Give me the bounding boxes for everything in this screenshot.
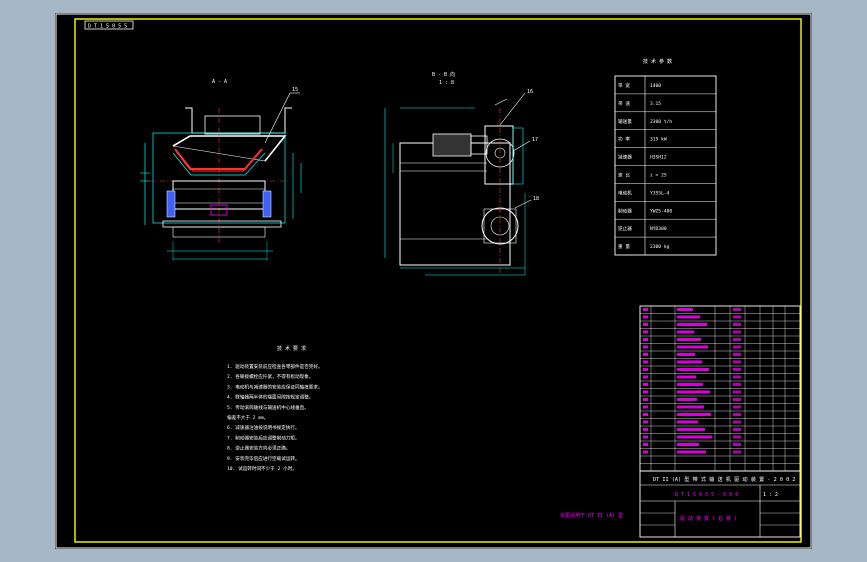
spec-row-label: 制动器 — [618, 207, 632, 214]
side-balloon-b: 17 — [532, 137, 538, 143]
spec-row-value: 315 kW — [650, 137, 667, 143]
title-block-drawing-no: D T 1 5 0 5 5 - 0 0 0 — [675, 492, 738, 498]
side-view-label-1: B - B 向 — [432, 71, 455, 78]
sheet-border — [55, 13, 812, 549]
tech-req-line: 3. 电动机与减速器的安装应保证同轴度要求。 — [227, 383, 323, 390]
tech-req-line: 9. 安装完毕后应进行空载试运转。 — [227, 455, 300, 462]
spec-row-value: NYD300 — [650, 226, 667, 232]
side-view: B - B 向 1 : 8 16 17 18 — [384, 71, 539, 276]
title-block-sub: 驱 动 装 置 ( 右 装 ) — [680, 515, 737, 522]
spec-row-value: 3.15 — [650, 101, 661, 107]
tech-req-line: 7. 制动器安装后应调整制动力矩。 — [227, 434, 300, 441]
tech-req-line: 4. 联轴器两半体的端面间隙按规定调整。 — [227, 394, 313, 401]
spec-row-label: 带 速 — [618, 101, 630, 107]
spec-row-value: 1400 — [650, 83, 661, 89]
tech-req-line: 8. 逆止器安装方向必须正确。 — [227, 445, 290, 452]
top-tag-text: D T 1 5 0 5 5 — [88, 24, 127, 30]
spec-row-label: 带 宽 — [618, 82, 630, 89]
tech-req-line: 5. 传动滚筒轴线与输送机中心线垂直。 — [227, 404, 309, 411]
tech-req-line: 2. 各联接螺栓应拧紧，不得有松动现象。 — [227, 373, 313, 380]
spec-table: 技 术 参 数 带 宽 1400 带 速 3.15 输送量 2300 t/h 功 率 315 … — [614, 58, 717, 256]
tech-req-line: 1. 驱动装置安装前应检查各零部件是否完好。 — [227, 363, 323, 370]
spec-row-label: 电动机 — [618, 189, 632, 196]
tech-requirements: 技 术 要 求 1. 驱动装置安装前应检查各零部件是否完好。 2. 各联接螺栓应拧… — [227, 345, 323, 472]
drawing-frame — [74, 18, 802, 543]
title-block-scale: 1 : 2 — [763, 492, 778, 498]
spec-row-label: 功 率 — [618, 136, 630, 143]
tech-req-line: 10. 试运转时间不少于 2 小时。 — [227, 465, 297, 472]
title-block-title: DT II (A) 型 带 式 输 送 机 驱 动 装 置 - 2 0 0 2 — [653, 475, 795, 483]
drawing-sheet: D T 1 5 0 5 5 A - A — [55, 13, 812, 549]
front-view: A - A — [140, 79, 302, 261]
spec-row-label: 重 量 — [618, 243, 630, 250]
tech-req-line: 6. 减速器注油按说明书规定执行。 — [227, 424, 300, 431]
side-balloon-c: 18 — [533, 196, 539, 202]
side-balloon-a: 16 — [527, 89, 533, 95]
spec-row-value: i = 25 — [650, 172, 667, 178]
side-view-label-2: 1 : 8 — [439, 80, 454, 86]
spec-row-label: 逆止器 — [618, 225, 632, 232]
front-view-label: A - A — [212, 79, 227, 85]
spec-row-value: H3SH12 — [650, 155, 667, 161]
title-block: DT II (A) 型 带 式 输 送 机 驱 动 装 置 - 2 0 0 2 … — [639, 470, 801, 538]
front-balloon: 15 — [292, 87, 298, 93]
top-tag: D T 1 5 0 5 5 — [84, 20, 134, 30]
spec-row-value: 2300 t/h — [650, 119, 672, 125]
tech-req-title: 技 术 要 求 — [277, 345, 306, 352]
bottom-note: 本图适用于 DT II (A) 型 — [560, 512, 623, 519]
cad-drawing: D T 1 5 0 5 5 A - A — [55, 13, 812, 549]
parts-list — [639, 305, 801, 472]
spec-row-value: YWZ5-400 — [650, 208, 672, 214]
spec-row-label: 减速器 — [618, 154, 632, 161]
spec-row-label: 速 比 — [618, 171, 630, 178]
spec-table-title: 技 术 参 数 — [643, 58, 672, 65]
spec-row-value: 2300 kg — [650, 244, 670, 250]
spec-row-label: 输送量 — [618, 118, 632, 125]
tech-req-line: 偏差不大于 2 mm。 — [227, 414, 268, 421]
spec-row-value: Y355L-4 — [650, 190, 670, 196]
